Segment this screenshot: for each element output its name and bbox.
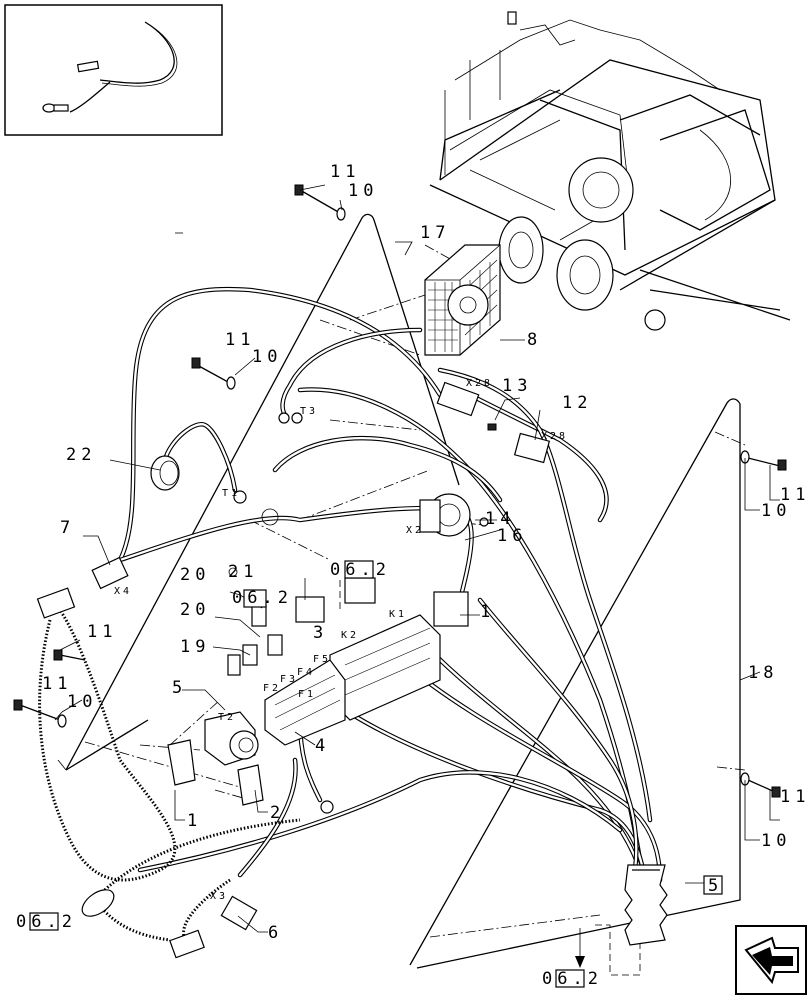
inset-detail — [4, 4, 223, 136]
callout-10: 10 — [252, 347, 282, 367]
callout-11: 11 — [42, 674, 72, 694]
callout-22: 22 — [66, 445, 96, 465]
reference-5: 5 — [708, 876, 723, 896]
connector-x2: X2 — [406, 525, 424, 536]
callout-2: 2 — [270, 803, 285, 823]
terminal-t2: T2 — [218, 712, 236, 723]
callout-5: 5 — [172, 678, 187, 698]
fuse-f2: F2 — [263, 683, 281, 694]
callout-8: 8 — [527, 330, 542, 350]
baler-machine-illustration — [429, 11, 791, 331]
callout-1: 1 — [480, 602, 495, 622]
fasteners — [13, 184, 787, 798]
callout-10: 10 — [761, 501, 791, 521]
callout-20: 20 — [180, 565, 210, 585]
terminal-t1: T1 — [222, 488, 240, 499]
callout-18: 18 — [748, 663, 778, 683]
fuse-f1: F1 — [298, 689, 316, 700]
connector-x3: X3 — [210, 891, 228, 902]
fuse-f3: F3 — [280, 674, 298, 685]
fuse-f5: F5 — [313, 654, 331, 665]
components — [13, 184, 787, 959]
connector-x28: X28 — [466, 378, 493, 389]
reference-06-2: 06.2 — [330, 560, 391, 580]
module-8 — [424, 244, 501, 356]
callout-7: 7 — [60, 518, 75, 538]
callout-6: 6 — [268, 923, 283, 943]
reference-06-2: 06.2 — [232, 588, 293, 608]
connector-x28: X28 — [541, 431, 568, 442]
callout-1: 1 — [187, 811, 202, 831]
callout-10: 10 — [67, 692, 97, 712]
callout-19: 19 — [180, 637, 210, 657]
reference-06-2: 06.2 — [542, 969, 603, 989]
callout-21: 21 — [228, 562, 258, 582]
callout-17: 17 — [420, 223, 450, 243]
callout-labels: 11 10 17 8 11 10 13 12 22 7 14 16 20 21 … — [42, 162, 810, 943]
grommet-5 — [624, 864, 668, 946]
callout-12: 12 — [562, 393, 592, 413]
callout-16: 16 — [497, 526, 527, 546]
callout-10: 10 — [761, 831, 791, 851]
panel-plates — [57, 213, 741, 969]
callout-4: 4 — [315, 736, 330, 756]
connector-x4: X4 — [114, 586, 132, 597]
callout-3: 3 — [313, 623, 328, 643]
relay-k2: K2 — [341, 630, 359, 641]
fuse-f4: F4 — [297, 667, 315, 678]
cable-harness — [38, 286, 663, 947]
callout-11: 11 — [330, 162, 360, 182]
callout-11: 11 — [225, 330, 255, 350]
reference-boxes: 06.2 06.2 06.2 06.2 5 — [16, 560, 723, 989]
callout-13: 13 — [502, 376, 532, 396]
relay-k1: K1 — [389, 609, 407, 620]
terminal-t3: T3 — [300, 406, 318, 417]
callout-11: 11 — [87, 622, 117, 642]
callout-11: 11 — [780, 787, 810, 807]
callout-11: 11 — [780, 485, 810, 505]
leader-lines — [54, 184, 780, 968]
callout-20: 20 — [180, 600, 210, 620]
reference-06-2: 06.2 — [16, 912, 77, 932]
connector-labels: X28 X28 T3 T1 X4 X2 K1 K2 F5 F4 F3 F2 F1… — [114, 378, 568, 902]
callout-10: 10 — [348, 181, 378, 201]
next-page-arrow-icon[interactable] — [735, 925, 807, 995]
callout-14: 14 — [485, 509, 515, 529]
